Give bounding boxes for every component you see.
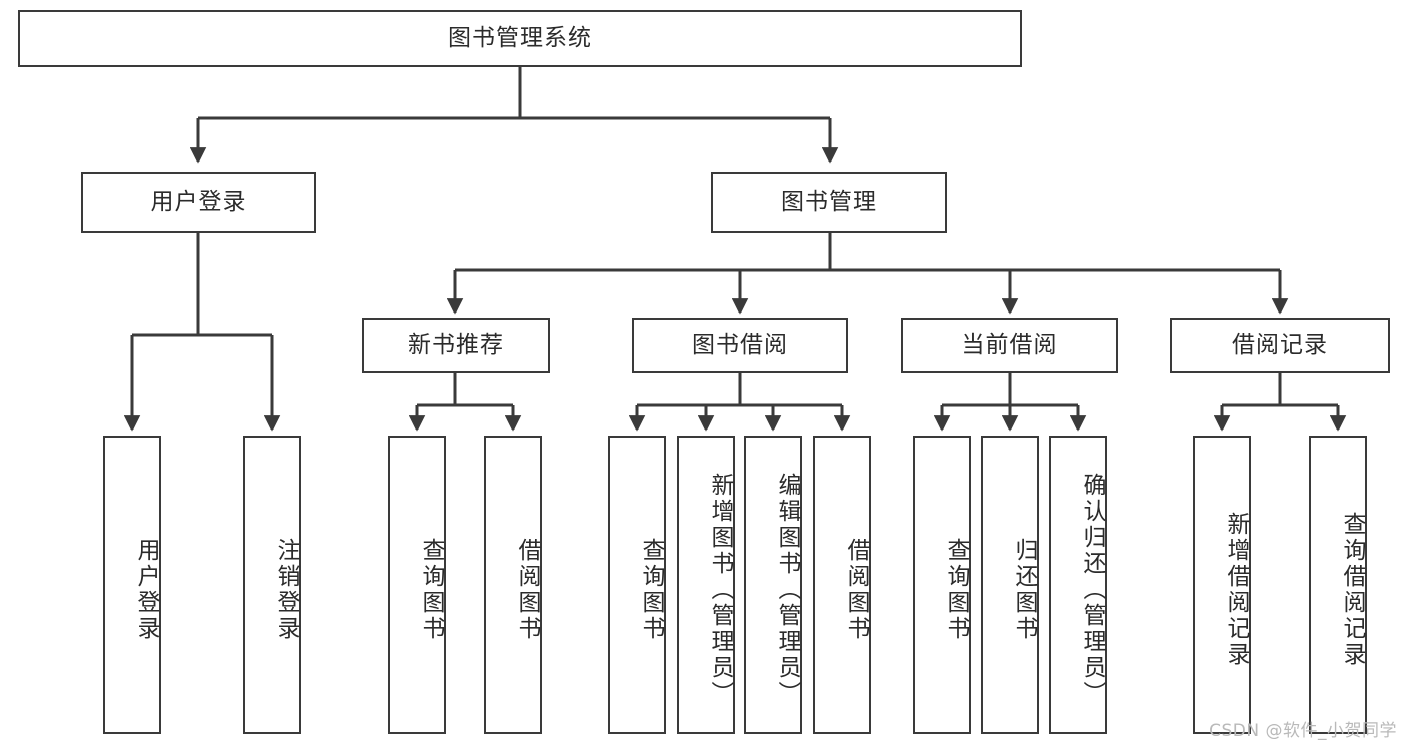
node-book-borrow[interactable]: 图书借阅 (632, 318, 848, 373)
node-leaf-edit-book[interactable]: 编辑图书（管理员） (744, 436, 802, 734)
node-leaf-confirm-return-label: 确认归还（管理员） (1079, 473, 1105, 707)
node-borrow-record-label: 借阅记录 (1232, 331, 1328, 358)
node-leaf-borrow-book-1-label: 借阅图书 (514, 538, 540, 642)
node-leaf-logout-login-label: 注销登录 (273, 538, 299, 642)
node-book-borrow-label: 图书借阅 (692, 331, 788, 358)
node-leaf-borrow-book-2-label: 借阅图书 (843, 538, 869, 642)
node-leaf-query-book-2-label: 查询图书 (638, 538, 664, 642)
node-leaf-add-book-label: 新增图书（管理员） (707, 473, 733, 707)
node-leaf-query-book-1[interactable]: 查询图书 (388, 436, 446, 734)
node-book-manage-label: 图书管理 (781, 188, 877, 215)
node-leaf-query-book-3[interactable]: 查询图书 (913, 436, 971, 734)
node-leaf-query-book-1-label: 查询图书 (418, 538, 444, 642)
node-new-book-recommend-label: 新书推荐 (408, 331, 504, 358)
node-leaf-borrow-book-2[interactable]: 借阅图书 (813, 436, 871, 734)
node-leaf-add-record[interactable]: 新增借阅记录 (1193, 436, 1251, 734)
node-leaf-return-book-label: 归还图书 (1011, 538, 1037, 642)
node-leaf-query-record[interactable]: 查询借阅记录 (1309, 436, 1367, 734)
node-root[interactable]: 图书管理系统 (18, 10, 1022, 67)
node-user-login-label: 用户登录 (150, 188, 247, 215)
node-leaf-user-login-label: 用户登录 (133, 538, 159, 642)
node-book-manage[interactable]: 图书管理 (711, 172, 947, 233)
node-leaf-query-record-label: 查询借阅记录 (1339, 512, 1365, 668)
node-user-login[interactable]: 用户登录 (81, 172, 316, 233)
node-leaf-query-book-2[interactable]: 查询图书 (608, 436, 666, 734)
node-leaf-borrow-book-1[interactable]: 借阅图书 (484, 436, 542, 734)
node-leaf-return-book[interactable]: 归还图书 (981, 436, 1039, 734)
node-leaf-add-book[interactable]: 新增图书（管理员） (677, 436, 735, 734)
node-current-borrow[interactable]: 当前借阅 (901, 318, 1118, 373)
node-leaf-user-login[interactable]: 用户登录 (103, 436, 161, 734)
node-new-book-recommend[interactable]: 新书推荐 (362, 318, 550, 373)
node-leaf-add-record-label: 新增借阅记录 (1223, 512, 1249, 668)
node-leaf-query-book-3-label: 查询图书 (943, 538, 969, 642)
node-leaf-confirm-return[interactable]: 确认归还（管理员） (1049, 436, 1107, 734)
node-borrow-record[interactable]: 借阅记录 (1170, 318, 1390, 373)
node-root-label: 图书管理系统 (448, 24, 592, 51)
node-current-borrow-label: 当前借阅 (961, 331, 1058, 358)
node-leaf-edit-book-label: 编辑图书（管理员） (774, 473, 800, 707)
node-leaf-logout-login[interactable]: 注销登录 (243, 436, 301, 734)
